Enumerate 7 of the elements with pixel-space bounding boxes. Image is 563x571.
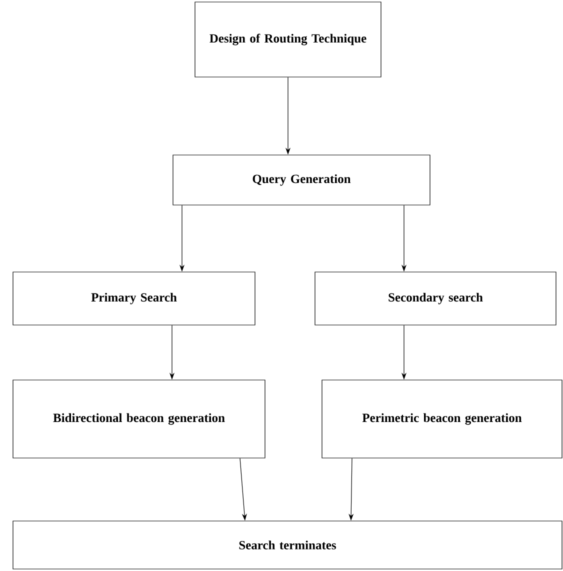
process-box: Perimetric beacon generation [322,380,562,458]
process-box: Design of Routing Technique [194,2,382,78]
process-box: Search terminates [12,520,562,570]
process-box: Primary Search [12,272,256,326]
process-box: Query Generation [172,154,430,206]
process-box: Secondary search [314,272,556,326]
process-box: Bidirectional beacon generation [12,380,266,458]
